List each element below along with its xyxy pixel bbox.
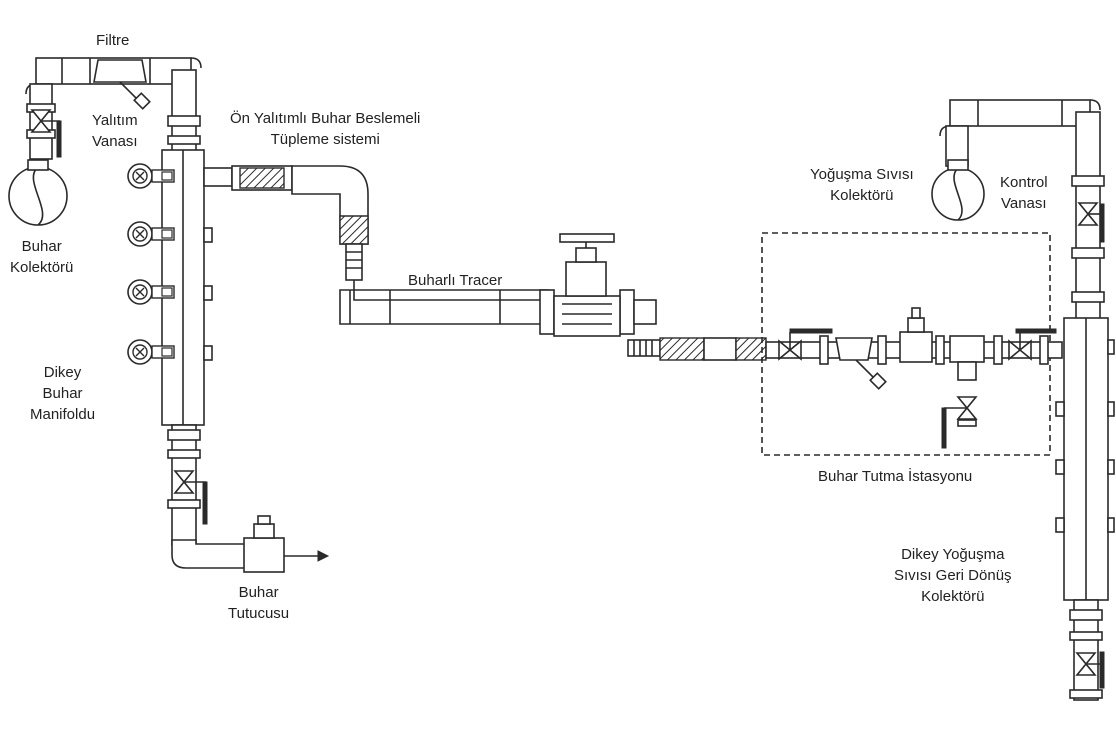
label-dikey-yogusma: Dikey Yoğuşma Sıvısı Geri Dönüş Kolektör… [894,546,1012,605]
steam-trap-icon [243,515,330,573]
steam-collector-loop [25,57,202,161]
pre-insulated-tubing [231,165,549,325]
label-yogusma-sivisi-kolektoru: Yoğuşma Sıvısı Kolektörü [810,166,914,204]
control-valve-icon [1078,202,1105,243]
label-yalitim-vanasi: Yalıtım Vanası [92,112,138,150]
tubing-to-trap-station [627,337,767,361]
vertical-condensate-collector [1055,317,1115,701]
steam-collector-icon [8,159,68,226]
lower-valve-icon [174,470,208,525]
label-on-yalitimli: Ön Yalıtımlı Buhar Beslemeli Tüpleme sis… [230,110,421,148]
condensate-loop [939,99,1105,323]
label-dikey-buhar-manifoldu: Dikey Buhar Manifoldu [30,364,96,423]
label-kontrol-vanasi: Kontrol Vanası [1000,174,1048,212]
label-buharli-tracer: Buharlı Tracer [408,272,503,289]
label-buhar-tutma-istasyonu: Buhar Tutma İstasyonu [818,468,973,485]
condensate-collector-icon [931,159,985,221]
label-buhar-tutucusu: Buhar Tutucusu [228,584,290,622]
vertical-steam-manifold [127,149,247,569]
trap-station-line [765,307,1063,449]
label-buhar-kolektoru: Buhar Kolektörü [10,238,74,276]
gate-valve-icon [539,233,657,337]
steam-trap-station-box [761,232,1051,456]
isolation-valve-icon [31,109,62,158]
strainer-icon [93,59,151,110]
label-filtre: Filtre [96,32,130,49]
